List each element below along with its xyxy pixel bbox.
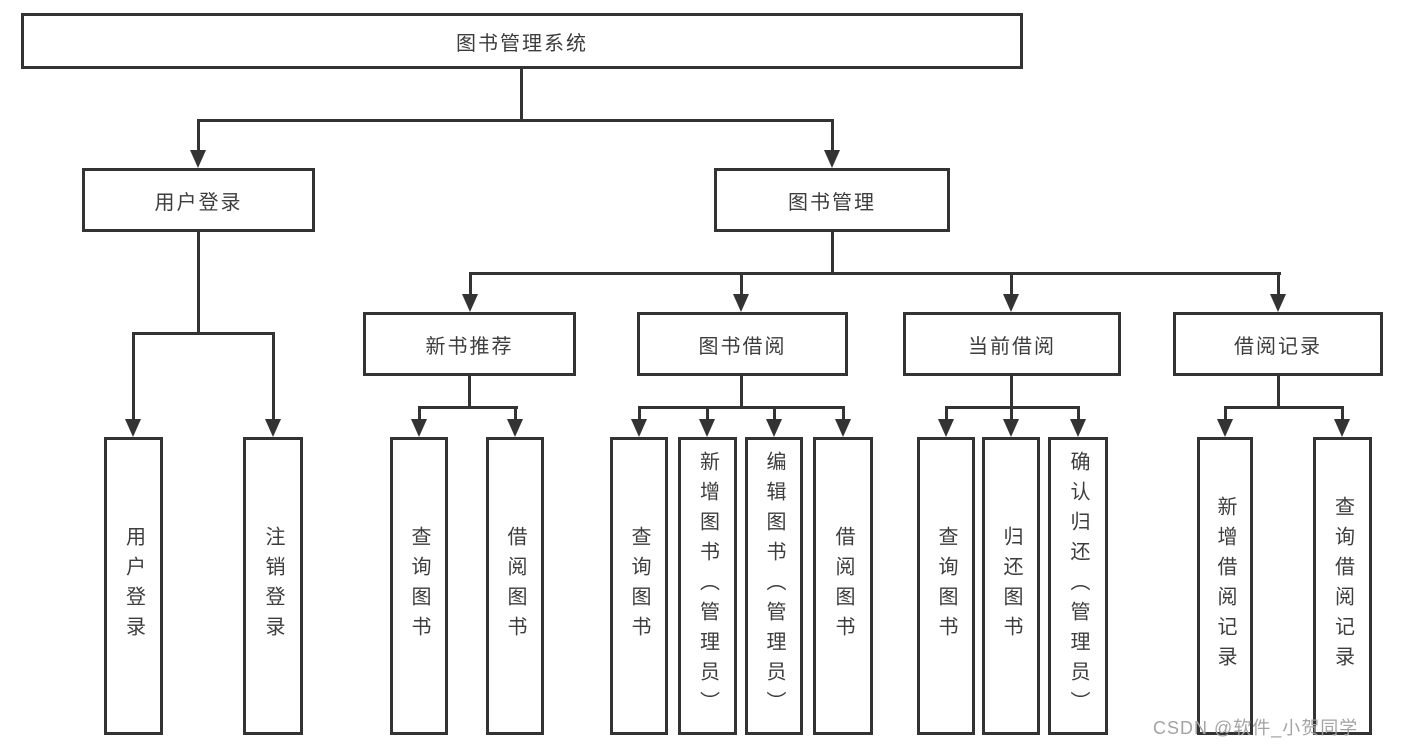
connector-line xyxy=(638,406,641,421)
arrow-down-icon xyxy=(766,419,782,437)
leaf-return-book: 归还图书 xyxy=(982,437,1040,735)
arrow-down-icon xyxy=(507,419,523,437)
node-new-book-recommend: 新书推荐 xyxy=(363,312,576,376)
connector-line xyxy=(831,119,834,152)
node-user-login: 用户登录 xyxy=(82,168,315,232)
connector-line xyxy=(638,406,845,409)
leaf-add-book-admin: 新增图书（管理员） xyxy=(678,437,737,735)
arrow-down-icon xyxy=(824,150,840,168)
connector-line xyxy=(132,332,275,335)
node-label: 借阅图书 xyxy=(504,526,526,646)
leaf-query-books-borrowing: 查询图书 xyxy=(610,437,668,735)
leaf-add-borrow-record: 新增借阅记录 xyxy=(1197,437,1253,735)
node-label: 新书推荐 xyxy=(425,335,514,358)
connector-line xyxy=(1010,406,1013,421)
arrow-down-icon xyxy=(1070,419,1086,437)
connector-line xyxy=(1224,406,1344,409)
arrow-down-icon xyxy=(835,419,851,437)
connector-line xyxy=(1277,272,1280,296)
arrow-down-icon xyxy=(125,419,141,437)
arrow-down-icon xyxy=(938,419,954,437)
connector-line xyxy=(418,406,421,421)
connector-line xyxy=(469,272,472,296)
arrow-down-icon xyxy=(411,419,427,437)
csdn-watermark: CSDN @软件_小贺同学 xyxy=(1153,718,1359,738)
arrow-down-icon xyxy=(631,419,647,437)
leaf-query-books-recommend: 查询图书 xyxy=(390,437,448,735)
arrow-down-icon xyxy=(1003,419,1019,437)
node-label: 编辑图书（管理员） xyxy=(763,451,785,721)
connector-line xyxy=(197,119,200,152)
node-label: 当前借阅 xyxy=(968,335,1056,358)
node-label: 查询借阅记录 xyxy=(1331,496,1354,676)
node-label: 新增图书（管理员） xyxy=(696,451,719,721)
arrow-down-icon xyxy=(462,294,478,312)
node-label: 查询图书 xyxy=(408,526,430,646)
leaf-logout: 注销登录 xyxy=(243,437,303,735)
connector-line xyxy=(197,119,834,122)
leaf-borrow-book-recommend: 借阅图书 xyxy=(486,437,544,735)
node-label: 确认归还（管理员） xyxy=(1067,451,1089,721)
arrow-down-icon xyxy=(1003,294,1019,312)
arrow-down-icon xyxy=(1270,294,1286,312)
arrow-down-icon xyxy=(265,419,281,437)
node-label: 用户登录 xyxy=(154,191,243,214)
node-current-borrowing: 当前借阅 xyxy=(903,312,1121,376)
node-label: 图书管理系统 xyxy=(456,32,588,55)
node-root-system: 图书管理系统 xyxy=(21,13,1023,69)
connector-line xyxy=(418,406,518,409)
arrow-down-icon xyxy=(699,419,715,437)
connector-line xyxy=(740,272,743,296)
connector-line xyxy=(197,232,200,335)
node-label: 图书借阅 xyxy=(698,335,787,358)
node-label: 归还图书 xyxy=(1000,526,1022,646)
connector-line xyxy=(740,376,743,409)
connector-line xyxy=(1010,272,1013,296)
connector-line xyxy=(842,406,845,421)
connector-line xyxy=(132,332,135,421)
connector-line xyxy=(468,376,471,409)
connector-line xyxy=(1077,406,1080,421)
node-label: 注销登录 xyxy=(262,526,284,646)
connector-line xyxy=(945,406,948,421)
connector-line xyxy=(272,332,275,421)
connector-line xyxy=(831,232,834,275)
arrow-down-icon xyxy=(1217,419,1233,437)
node-label: 图书管理 xyxy=(788,191,876,214)
arrow-down-icon xyxy=(190,150,206,168)
node-book-management: 图书管理 xyxy=(714,168,950,232)
leaf-edit-book-admin: 编辑图书（管理员） xyxy=(745,437,803,735)
node-borrow-records: 借阅记录 xyxy=(1173,312,1383,376)
connector-line xyxy=(514,406,517,421)
leaf-query-books-current: 查询图书 xyxy=(917,437,975,735)
node-label: 新增借阅记录 xyxy=(1214,496,1236,676)
connector-line xyxy=(1341,406,1344,421)
node-label: 借阅图书 xyxy=(832,526,854,646)
leaf-confirm-return-admin: 确认归还（管理员） xyxy=(1048,437,1108,735)
connector-line xyxy=(773,406,776,421)
connector-line xyxy=(1224,406,1227,421)
node-book-borrowing: 图书借阅 xyxy=(637,312,848,376)
leaf-user-login: 用户登录 xyxy=(104,437,163,735)
leaf-query-borrow-record: 查询借阅记录 xyxy=(1313,437,1372,735)
connector-line xyxy=(520,69,523,119)
connector-line xyxy=(1010,376,1013,409)
connector-line xyxy=(469,272,1281,275)
node-label: 借阅记录 xyxy=(1234,335,1322,358)
node-label: 查询图书 xyxy=(628,526,650,646)
connector-line xyxy=(1277,376,1280,409)
leaf-borrow-book: 借阅图书 xyxy=(813,437,873,735)
node-label: 用户登录 xyxy=(122,526,145,646)
arrow-down-icon xyxy=(1334,419,1350,437)
arrow-down-icon xyxy=(733,294,749,312)
connector-line xyxy=(706,406,709,421)
node-label: 查询图书 xyxy=(935,526,957,646)
